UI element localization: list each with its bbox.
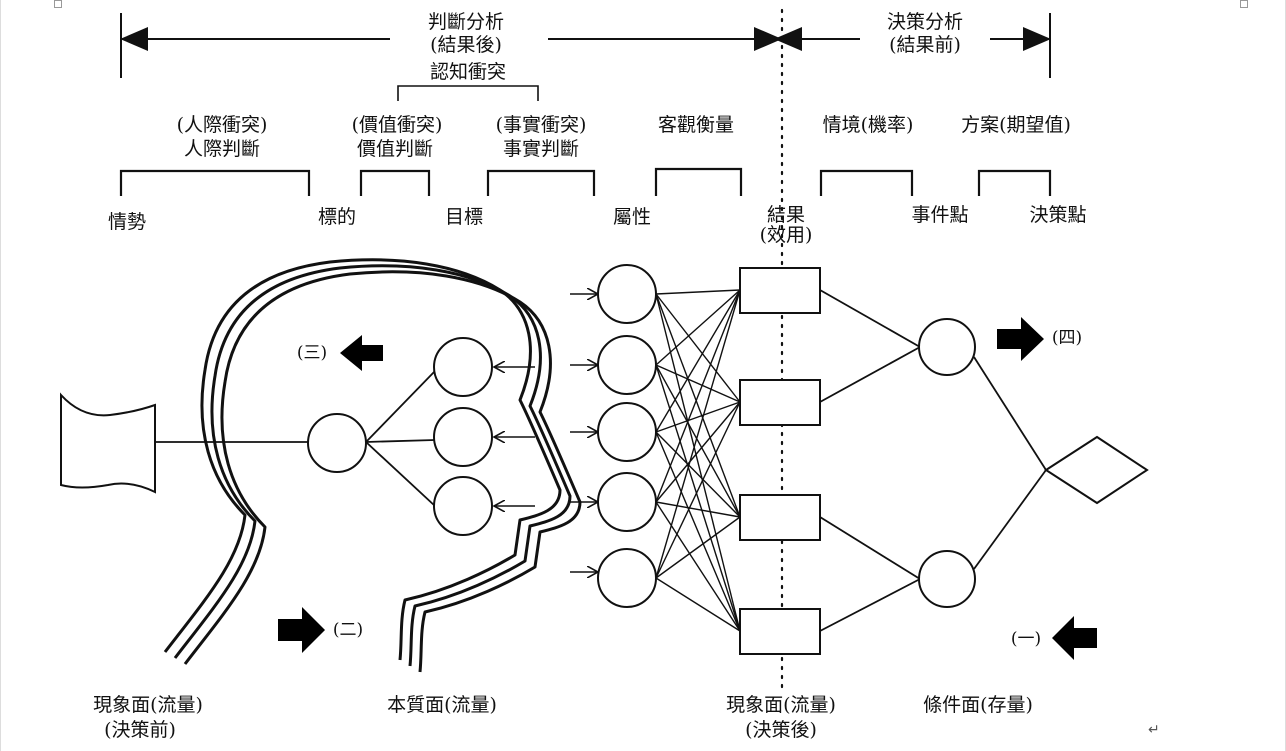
condition-label: 條件面(存量) bbox=[923, 694, 1033, 716]
attribute-label: 屬性 bbox=[612, 206, 652, 228]
result-label: 結果 bbox=[766, 204, 806, 226]
cognitive-conflict-bracket bbox=[397, 85, 539, 101]
full-mesh-lines bbox=[655, 289, 741, 632]
value-conflict-label: (價值衝突) bbox=[351, 114, 443, 136]
arrow-four-icon bbox=[997, 317, 1044, 361]
decision-tree-lines bbox=[819, 289, 1047, 632]
fact-judgment-label: 事實判斷 bbox=[502, 138, 580, 160]
judgment-analysis-sub: (結果後) bbox=[430, 34, 502, 56]
target-label: 標的 bbox=[317, 206, 357, 228]
result-sub-label: (效用) bbox=[759, 224, 813, 246]
top-span-left bbox=[120, 13, 782, 78]
decision-analysis-sub: (結果前) bbox=[889, 34, 961, 56]
situation-label: 情勢 bbox=[107, 211, 147, 233]
block-arrows bbox=[278, 317, 1097, 660]
bracket-row bbox=[119, 167, 1052, 196]
brain-input-arrows bbox=[494, 367, 535, 506]
arrow-three-icon bbox=[340, 335, 383, 371]
marker-three-label: (三) bbox=[296, 343, 328, 363]
event-point-label: 事件點 bbox=[911, 204, 969, 226]
value-judgment-label: 價值判斷 bbox=[356, 138, 434, 160]
attribute-input-arrows bbox=[570, 294, 598, 572]
marker-four-label: (四) bbox=[1051, 328, 1083, 348]
fact-conflict-label: (事實衝突) bbox=[495, 114, 587, 136]
event-nodes bbox=[918, 318, 976, 608]
decision-point-label: 決策點 bbox=[1029, 204, 1087, 226]
phenom-pre-sub-label: (決策前) bbox=[104, 719, 176, 741]
brain-nodes bbox=[307, 337, 493, 536]
essence-label: 本質面(流量) bbox=[387, 694, 497, 716]
goal-label: 目標 bbox=[444, 206, 484, 228]
phenom-post-sub-label: (決策後) bbox=[745, 719, 817, 741]
corner-mark-left bbox=[54, 0, 62, 8]
marker-one-label: (一) bbox=[1010, 629, 1042, 649]
marker-two-label: (二) bbox=[332, 620, 364, 640]
option-expected-label: 方案(期望值) bbox=[961, 114, 1071, 136]
brain-network bbox=[365, 370, 436, 507]
cursor-mark-icon: ↵ bbox=[1148, 722, 1160, 738]
objective-measure-label: 客觀衡量 bbox=[657, 114, 735, 136]
decision-analysis-title: 決策分析 bbox=[886, 11, 964, 33]
top-span-right bbox=[774, 13, 1051, 78]
result-boxes bbox=[739, 267, 821, 655]
decision-diamond bbox=[1044, 435, 1149, 505]
interpersonal-judgment-label: 人際判斷 bbox=[183, 138, 261, 160]
head-silhouette bbox=[163, 258, 582, 673]
situation-prob-label: 情境(機率) bbox=[822, 114, 914, 136]
arrow-two-icon bbox=[278, 607, 325, 653]
attribute-nodes bbox=[597, 264, 657, 608]
arrow-one-icon bbox=[1052, 616, 1097, 660]
interpersonal-conflict-label: (人際衝突) bbox=[176, 114, 268, 136]
phenom-post-label: 現象面(流量) bbox=[726, 694, 836, 716]
cognitive-conflict-label: 認知衝突 bbox=[429, 61, 507, 83]
corner-mark-right bbox=[1240, 0, 1248, 8]
flag-shape bbox=[60, 392, 156, 494]
phenom-pre-label: 現象面(流量) bbox=[93, 694, 203, 716]
judgment-analysis-title: 判斷分析 bbox=[427, 11, 505, 33]
